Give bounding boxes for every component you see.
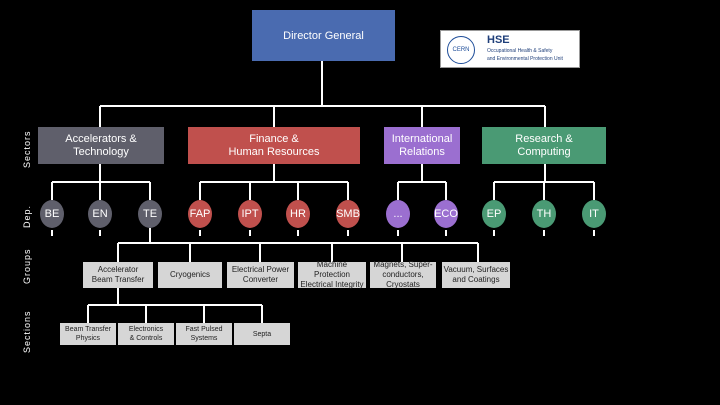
sector-accelerators-technology[interactable]: Accelerators &Technology (38, 127, 164, 164)
dept-tick (51, 230, 53, 236)
dept-smb[interactable]: SMB (336, 200, 360, 228)
dept-tick (593, 230, 595, 236)
sector-research-computing[interactable]: Research &Computing (482, 127, 606, 164)
side-label-sections: Sections (22, 310, 32, 353)
dept-ep[interactable]: EP (482, 200, 506, 228)
dept-tick (543, 230, 545, 236)
dept-fap[interactable]: FAP (188, 200, 212, 228)
side-label-departments: Dep. (22, 204, 32, 228)
dept-be[interactable]: BE (40, 200, 64, 228)
sector-finance-hr[interactable]: Finance &Human Resources (188, 127, 360, 164)
dept-hr[interactable]: HR (286, 200, 310, 228)
dept-tick (297, 230, 299, 236)
dept-tick (397, 230, 399, 236)
group-cryogenics[interactable]: Cryogenics (158, 262, 222, 288)
hse-logo-subtitle-2: and Environmental Protection Unit (487, 56, 563, 62)
section-electronics-controls[interactable]: Electronics& Controls (118, 323, 174, 345)
dept-tick (445, 230, 447, 236)
section-septa[interactable]: Septa (234, 323, 290, 345)
group-magnets-superconductors[interactable]: Magnets, Super-conductors, Cryostats (370, 260, 436, 289)
hse-logo-subtitle-1: Occupational Health & Safety (487, 48, 553, 54)
dept-te[interactable]: TE (138, 200, 162, 228)
dept-tick (99, 230, 101, 236)
dept-ipt[interactable]: IPT (238, 200, 262, 228)
dept-tick (347, 230, 349, 236)
dept-en[interactable]: EN (88, 200, 112, 228)
dept-tick (249, 230, 251, 236)
dept-ellipsis[interactable]: ... (386, 200, 410, 228)
dept-it[interactable]: IT (582, 200, 606, 228)
dept-th[interactable]: TH (532, 200, 556, 228)
hse-logo: CERN HSE Occupational Health & Safety an… (440, 30, 580, 68)
cern-logo-icon: CERN (447, 36, 475, 64)
hse-logo-title: HSE (487, 34, 510, 46)
dept-tick (493, 230, 495, 236)
side-label-groups: Groups (22, 248, 32, 284)
director-label: Director General (283, 29, 364, 42)
dept-tick (199, 230, 201, 236)
side-label-sectors: Sectors (22, 130, 32, 168)
director-general-box[interactable]: Director General (252, 10, 395, 61)
dept-eco[interactable]: ECO (434, 200, 458, 228)
